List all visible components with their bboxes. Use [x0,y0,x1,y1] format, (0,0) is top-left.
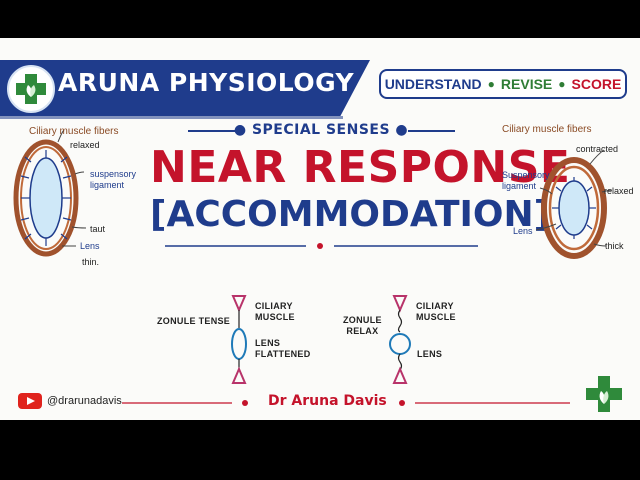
tagline-bullet: ● [558,77,566,91]
tagline-revise: REVISE [500,76,553,92]
zonule-tense-label: ZONULE TENSE [157,316,231,326]
youtube-handle[interactable]: @drarunadavis [47,395,122,407]
brand-title: ARUNA PHYSIOLOGY [58,68,355,97]
title-underline-dot [317,243,323,249]
left-eye-lens: Lens [80,241,100,251]
green-cross-leaf-icon [586,376,622,412]
tagline-understand: UNDERSTAND [384,76,482,92]
tagline-box: UNDERSTAND ● REVISE ● SCORE [379,69,627,99]
left-eye-state: relaxed [70,140,100,150]
footer-dot-right [399,400,405,406]
topic-subtitle2: [ACCOMMODATION] [150,194,551,235]
zonule-relax-muscle-label: CILIARY MUSCLE [416,301,456,322]
right-eye-lens-state: thick [605,241,624,251]
brand-banner [0,60,370,116]
left-eye-diagram [13,129,87,257]
topic-subtitle-text: SPECIAL SENSES [251,122,391,138]
zonule-relax-lens-label: LENS [417,349,443,359]
zonule-tense-muscle-label: CILIARY MUSCLE [255,301,295,322]
brand-logo-badge [7,65,55,113]
author-name: Dr Aruna Davis [268,393,387,409]
green-cross-leaf-icon [16,74,46,104]
left-eye-heading: Ciliary muscle fibers [29,126,119,137]
right-eye-lens: Lens [513,226,533,236]
corner-logo [584,374,624,414]
zonule-tense-lens-label: LENS FLATTENED [255,338,311,359]
tagline-bullet: ● [487,77,495,91]
tagline-score: SCORE [571,76,622,92]
topic-subtitle: ● SPECIAL SENSES ● [233,122,409,138]
zonule-relax-label: ZONULE RELAX [343,315,382,336]
youtube-icon[interactable] [18,393,42,409]
right-eye-ligament: Suspensory ligament [502,170,550,191]
zonule-relax-diagram [389,295,411,384]
left-eye-lens-state: thin. [82,257,100,267]
footer-dot-left [242,400,248,406]
right-eye-state: contracted [576,144,619,154]
right-eye-ligament-state: relaxed [604,186,634,196]
brand-underline [0,116,343,119]
left-eye-ligament-state: taut [90,224,106,234]
diagram-layer [13,129,613,406]
right-eye-heading: Ciliary muscle fibers [502,124,592,135]
slide-frame: ARUNA PHYSIOLOGY UNDERSTAND ● REVISE ● S… [0,38,640,420]
left-eye-ligament: suspensory ligament [90,169,137,190]
zonule-tense-diagram [231,295,247,384]
right-eye-diagram [535,149,613,259]
